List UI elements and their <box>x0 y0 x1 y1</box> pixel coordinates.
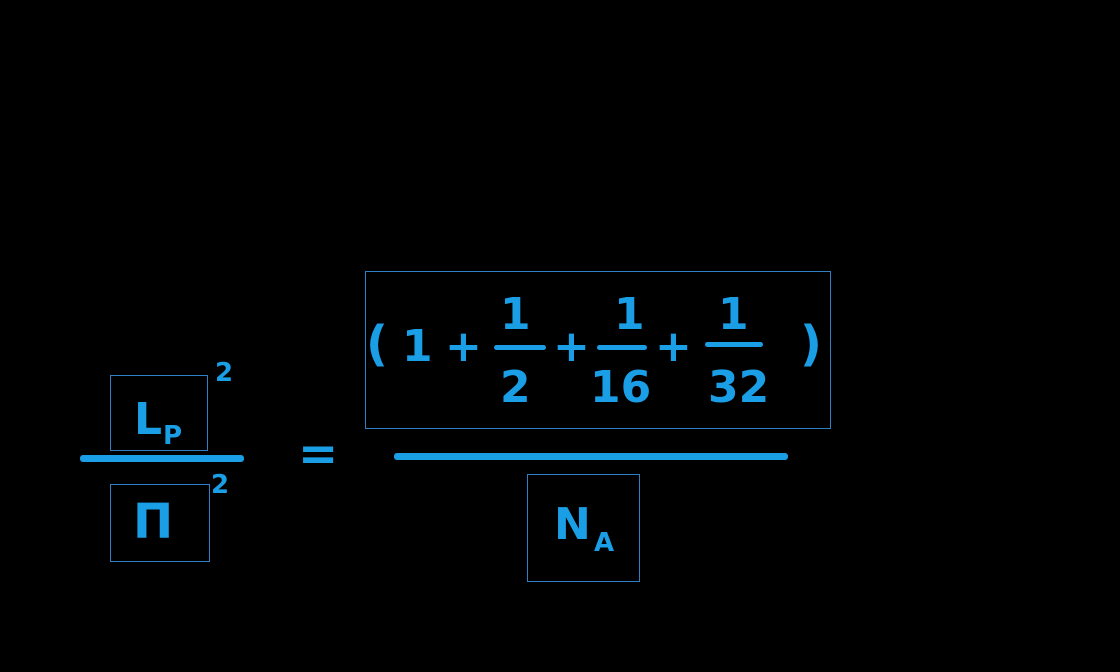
frac-1-bar <box>494 345 546 350</box>
na-base: N <box>554 499 591 550</box>
frac-2-bar <box>597 345 647 350</box>
left-fraction-bar <box>80 455 244 462</box>
frac-2-numerator: 1 <box>614 289 645 340</box>
lp-exponent: 2 <box>215 358 234 388</box>
pi-box <box>110 484 210 562</box>
frac-1-numerator: 1 <box>500 289 531 340</box>
pi-exponent: 2 <box>211 470 230 500</box>
lp-box <box>110 375 208 451</box>
na-box <box>527 474 640 582</box>
pi-symbol: Π <box>133 494 174 550</box>
frac-1-denominator: 2 <box>500 362 531 413</box>
lp-subscript: P <box>163 421 183 451</box>
plus-2: + <box>553 321 590 372</box>
frac-2-denominator: 16 <box>590 362 652 413</box>
plus-1: + <box>445 321 482 372</box>
open-paren: ( <box>366 316 388 372</box>
na-subscript: A <box>594 528 615 558</box>
frac-3-denominator: 32 <box>708 362 770 413</box>
plus-3: + <box>655 321 692 372</box>
sum-box <box>365 271 831 429</box>
frac-3-bar <box>705 342 763 347</box>
equals-sign: = <box>298 426 339 482</box>
right-fraction-bar <box>394 453 788 460</box>
close-paren: ) <box>800 316 822 372</box>
first-term: 1 <box>402 321 433 372</box>
frac-3-numerator: 1 <box>718 289 749 340</box>
lp-base: L <box>134 394 163 445</box>
